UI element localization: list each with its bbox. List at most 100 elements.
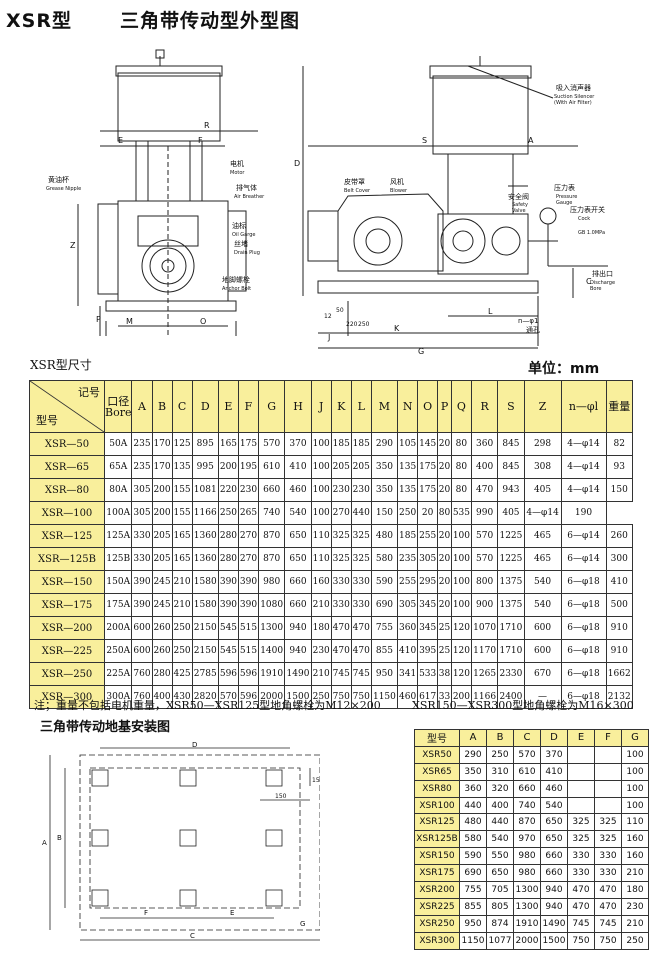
title-description: 三角带传动型外型图: [119, 10, 300, 32]
small-col-E: E: [567, 729, 595, 747]
dim-O: O: [200, 317, 206, 326]
value-cell: 650: [540, 830, 568, 849]
value-cell: 308: [523, 455, 562, 479]
value-cell: 980: [513, 864, 541, 883]
dim-C: C: [586, 277, 592, 286]
value-cell: 805: [486, 897, 514, 916]
value-cell: 205: [151, 524, 173, 548]
outline-drawing: 黄油杯 Grease Nipple 电机 Motor 排气体 Air Breat…: [18, 36, 636, 356]
model-cell: XSR125: [414, 813, 460, 832]
value-cell: 250: [171, 616, 193, 640]
value-cell: 660: [540, 847, 568, 866]
col-R: R: [470, 380, 499, 433]
value-cell: 175: [237, 432, 259, 456]
value-cell: 650: [540, 813, 568, 832]
value-cell: 270: [237, 547, 259, 571]
value-cell: 330: [350, 593, 372, 617]
value-cell: 1150: [370, 685, 399, 709]
value-cell: 940: [540, 881, 568, 899]
value-cell: 100: [450, 524, 472, 548]
value-cell: 170: [151, 432, 173, 456]
value-cell: 600: [131, 639, 153, 663]
value-cell: 210: [310, 593, 332, 617]
value-cell: 1077: [486, 931, 514, 950]
value-cell: 2150: [191, 639, 219, 663]
label-silencer-cn: 吸入消声器: [556, 83, 591, 92]
corner-bottom: 型号: [36, 414, 58, 427]
value-cell: 93: [605, 455, 633, 479]
value-cell: 533: [417, 662, 439, 686]
value-cell: 6—φ14: [560, 547, 607, 571]
value-cell: 470: [567, 881, 595, 899]
value-cell: 185: [350, 432, 372, 456]
label-blower-cn: 风机: [390, 177, 404, 186]
value-cell: 110: [310, 547, 332, 571]
col-B: B: [151, 380, 173, 433]
value-cell: 855: [370, 639, 399, 663]
value-cell: 100: [450, 547, 472, 571]
value-cell: 135: [397, 478, 419, 502]
value-cell: 874: [486, 914, 514, 933]
value-cell: 38: [437, 662, 452, 686]
value-cell: 360: [397, 616, 419, 640]
value-cell: 596: [217, 662, 239, 686]
label-discharge-en2: Bore: [590, 286, 602, 292]
value-cell: 330: [567, 864, 595, 883]
right-belt-cover: [337, 193, 444, 272]
value-cell: 260: [605, 524, 633, 548]
value-cell: 80: [437, 501, 452, 525]
value-cell: 145: [417, 432, 439, 456]
value-cell: 80: [450, 455, 472, 479]
value-cell: 50A: [103, 432, 133, 456]
value-cell: 100: [310, 432, 332, 456]
value-cell: 535: [450, 501, 472, 525]
col-F: F: [237, 380, 259, 433]
value-cell: 470: [567, 897, 595, 916]
value-cell: 760: [131, 685, 153, 709]
value-cell: 610: [513, 762, 541, 781]
value-cell: 1081: [191, 478, 219, 502]
value-cell: 1910: [513, 914, 541, 933]
value-cell: 235: [131, 432, 153, 456]
dim-G: G: [418, 347, 424, 356]
label-safety-en2: Valve: [512, 208, 526, 214]
label-motor-en: Motor: [230, 170, 245, 176]
label-breather-cn: 排气体: [236, 183, 257, 192]
value-cell: 1375: [497, 570, 525, 594]
value-cell: 200: [151, 478, 173, 502]
value-cell: 1710: [497, 616, 525, 640]
value-cell: 82: [605, 432, 633, 456]
label-discharge-en1: Discharge: [590, 280, 615, 286]
value-cell: 250: [397, 501, 419, 525]
value-cell: 135: [397, 455, 419, 479]
col-E: E: [217, 380, 239, 433]
value-cell: 250: [171, 639, 193, 663]
value-cell: 250: [217, 501, 239, 525]
dim-Z: Z: [70, 241, 76, 250]
value-cell: 4—φ14: [560, 455, 607, 479]
col-O: O: [417, 380, 439, 433]
value-cell: 470: [594, 897, 622, 916]
value-cell: 1070: [470, 616, 499, 640]
value-cell: 6—φ18: [560, 570, 607, 594]
value-cell: 310: [486, 762, 514, 781]
right-base: [317, 280, 539, 294]
value-cell: 25: [437, 616, 452, 640]
value-cell: 990: [470, 501, 499, 525]
value-cell: 617: [417, 685, 439, 709]
value-cell: 1580: [191, 570, 219, 594]
label-drain-en: Drain Plug: [234, 250, 260, 256]
value-cell: 100: [310, 455, 332, 479]
value-cell: [594, 796, 622, 815]
value-cell: 80: [450, 432, 472, 456]
value-cell: 410: [605, 570, 633, 594]
value-cell: 410: [540, 762, 568, 781]
value-cell: 330: [131, 547, 153, 571]
value-cell: 370: [284, 432, 312, 456]
value-cell: 300: [605, 547, 633, 571]
value-cell: 660: [284, 593, 312, 617]
